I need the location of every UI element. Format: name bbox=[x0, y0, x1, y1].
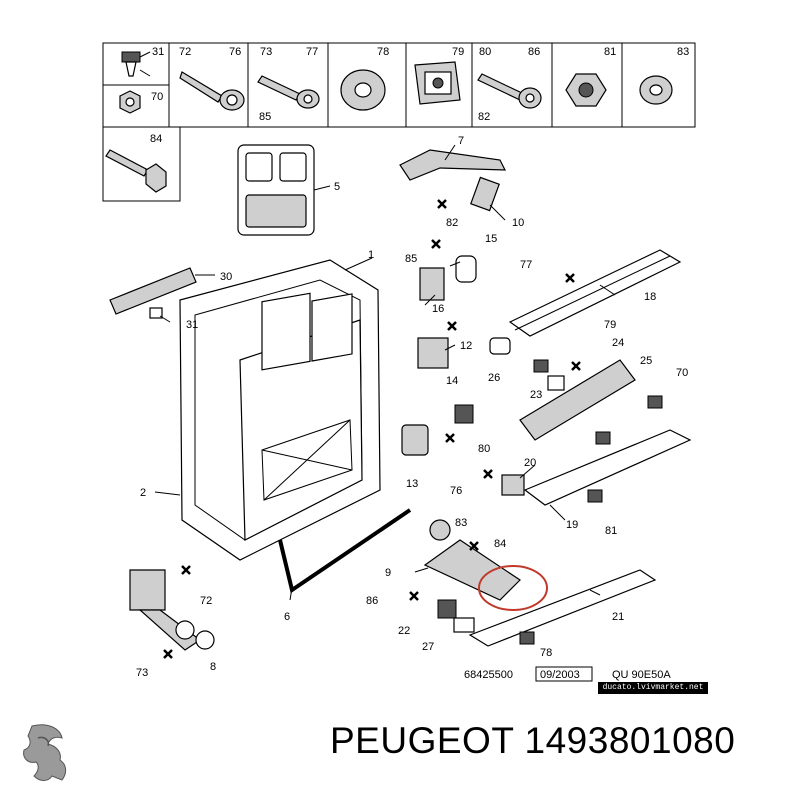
callout-6: 6 bbox=[284, 611, 290, 623]
grid-label-80: 80 bbox=[479, 46, 491, 58]
callout-19: 19 bbox=[566, 519, 578, 531]
grid-label-77: 77 bbox=[306, 46, 318, 58]
grid-label-72: 72 bbox=[179, 46, 191, 58]
peugeot-lion-icon bbox=[23, 724, 67, 781]
grid-label-81: 81 bbox=[604, 46, 616, 58]
upper-rail-18-icon bbox=[508, 249, 682, 337]
callout-78: 78 bbox=[540, 647, 552, 659]
bolt-80-icon bbox=[477, 73, 542, 109]
grid-label-31: 31 bbox=[152, 46, 164, 58]
callout-26: 26 bbox=[488, 372, 500, 384]
callout-20: 20 bbox=[524, 457, 536, 469]
callout-79a: 79 bbox=[604, 319, 616, 331]
callout-10: 10 bbox=[512, 217, 524, 229]
ref-date: 09/2003 bbox=[540, 669, 580, 681]
fastener-grid: 31 70 72 76 73 77 85 78 bbox=[102, 42, 696, 202]
clip-nut-79-icon bbox=[414, 61, 461, 105]
callout-13: 13 bbox=[406, 478, 418, 490]
callout-21: 21 bbox=[612, 611, 624, 623]
watermark: ducato.lvivmarket.net bbox=[598, 682, 708, 694]
callout-2: 2 bbox=[140, 487, 146, 499]
ref-part-number: 68425500 bbox=[464, 669, 513, 681]
cross-markers bbox=[163, 199, 581, 659]
callout-14: 14 bbox=[446, 375, 458, 387]
grid-label-76: 76 bbox=[229, 46, 241, 58]
trim-panel-5-icon bbox=[237, 144, 331, 236]
callout-23: 23 bbox=[530, 389, 542, 401]
bolt-72-icon bbox=[179, 71, 245, 111]
callout-25a: 25 bbox=[640, 355, 652, 367]
lower-hinge-8-icon bbox=[129, 569, 215, 651]
lower-arm-9-icon bbox=[423, 519, 548, 633]
callout-16: 16 bbox=[432, 303, 444, 315]
callout-9: 9 bbox=[385, 567, 391, 579]
brand-title: PEUGEOT 1493801080 bbox=[330, 720, 735, 762]
washer-78-icon bbox=[340, 69, 386, 111]
bottom-rail-21-icon bbox=[468, 569, 657, 647]
callout-labels: 1 2 5 6 7 8 9 10 12 13 14 15 16 18 19 20… bbox=[136, 135, 688, 679]
callout-85: 85 bbox=[405, 253, 417, 265]
bolt-73-icon bbox=[257, 75, 320, 109]
callout-84: 84 bbox=[494, 538, 506, 550]
grid-label-78: 78 bbox=[377, 46, 389, 58]
reference-block: 68425500 09/2003 QU 90E50A bbox=[464, 666, 671, 682]
callout-30: 30 bbox=[220, 271, 232, 283]
callout-81: 81 bbox=[605, 525, 617, 537]
hinge-16-icon bbox=[417, 255, 511, 369]
lock-13-icon bbox=[401, 404, 474, 456]
callout-83: 83 bbox=[455, 517, 467, 529]
hex-nut-81-icon bbox=[565, 73, 607, 107]
callout-8: 8 bbox=[210, 661, 216, 673]
parts-diagram: 31 70 72 76 73 77 85 78 bbox=[102, 42, 696, 682]
callout-73: 73 bbox=[136, 667, 148, 679]
guide-block-24-icon bbox=[519, 359, 663, 445]
callout-70a: 70 bbox=[676, 367, 688, 379]
grid-label-85: 85 bbox=[259, 111, 271, 123]
leader-lines bbox=[154, 144, 616, 601]
highlight-circle-icon bbox=[478, 565, 548, 611]
sliding-door-icon bbox=[179, 259, 381, 561]
lower-rail-19-icon bbox=[501, 429, 692, 506]
callout-7: 7 bbox=[458, 135, 464, 147]
hex-nut-70-icon bbox=[119, 90, 141, 114]
grid-label-70: 70 bbox=[151, 91, 163, 103]
callout-76: 76 bbox=[450, 485, 462, 497]
callout-77a: 77 bbox=[520, 259, 532, 271]
brand-name: PEUGEOT bbox=[330, 720, 514, 761]
grid-label-82: 82 bbox=[478, 111, 490, 123]
callout-72: 72 bbox=[200, 595, 212, 607]
callout-80: 80 bbox=[478, 443, 490, 455]
callout-22: 22 bbox=[398, 625, 410, 637]
grid-label-79: 79 bbox=[452, 46, 464, 58]
grid-label-73: 73 bbox=[260, 46, 272, 58]
callout-86: 86 bbox=[366, 595, 378, 607]
brand-part-number: 1493801080 bbox=[524, 720, 736, 761]
callout-18: 18 bbox=[644, 291, 656, 303]
clip-31-icon bbox=[121, 51, 151, 77]
callout-15: 15 bbox=[485, 233, 497, 245]
callout-31: 31 bbox=[186, 319, 198, 331]
upper-hinge-7-icon bbox=[399, 149, 506, 212]
sticker-30-icon bbox=[109, 267, 197, 319]
washer-83-icon bbox=[639, 75, 673, 105]
callout-12: 12 bbox=[460, 340, 472, 352]
callout-1: 1 bbox=[368, 249, 374, 261]
grid-label-84: 84 bbox=[150, 133, 162, 145]
ref-code: QU 90E50A bbox=[612, 669, 671, 681]
grid-label-83: 83 bbox=[677, 46, 689, 58]
callout-82a: 82 bbox=[446, 217, 458, 229]
flange-bolt-84-icon bbox=[105, 149, 167, 193]
grid-label-86: 86 bbox=[528, 46, 540, 58]
callout-24: 24 bbox=[612, 337, 624, 349]
callout-27: 27 bbox=[422, 641, 434, 653]
callout-5: 5 bbox=[334, 181, 340, 193]
